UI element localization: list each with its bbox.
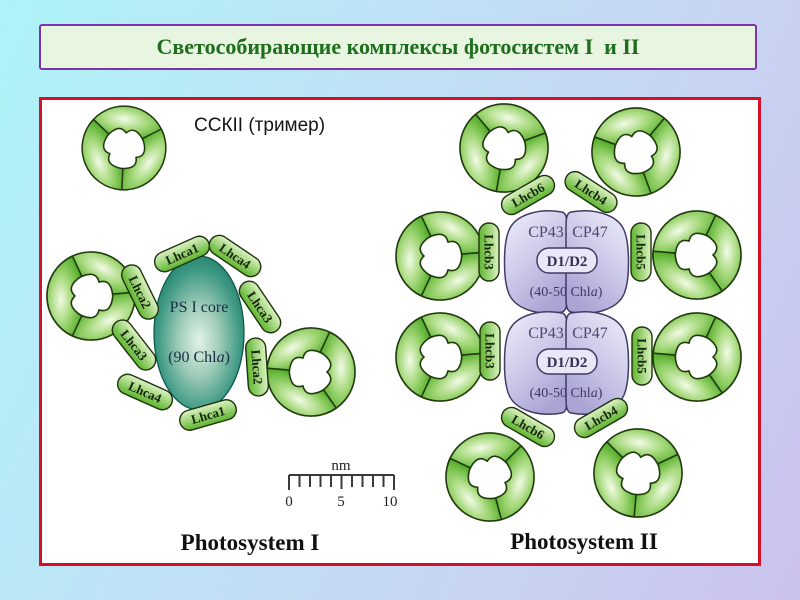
diagram-panel: ССКII (тример) Lhca1 Lhca4 Lhca3 Lhca2 <box>39 97 761 566</box>
lhcb5-capsule: Lhcb5 <box>631 326 653 386</box>
cp47-label-lower: CP47 <box>572 325 608 342</box>
scale-bar: nm 0 5 10 <box>285 458 397 510</box>
lhcb3-label: Lhcb3 <box>482 234 497 270</box>
cp47-label-upper: CP47 <box>572 224 608 241</box>
lhcb3-capsule: Lhcb3 <box>478 222 500 282</box>
slide-title: Светособирающие комплексы фотосистем I и… <box>156 34 640 59</box>
lhcb3-label: Lhcb3 <box>483 333 498 369</box>
photosystem-2-group: Lhcb6 Lhcb4 Lhcb3 Lhcb5 Lhcb3 Lhcb5 <box>361 100 752 554</box>
cp43-label-lower: CP43 <box>528 325 564 342</box>
d1d2-box-lower <box>536 348 598 375</box>
lhcb5-capsule: Lhcb5 <box>630 222 652 282</box>
psii-caption: Photosystem II <box>510 529 658 554</box>
cck-trimer-label: ССКII (тример) <box>194 115 325 136</box>
photosystem-1-group: ССКII (тример) Lhca1 Lhca4 Lhca3 Lhca2 <box>42 100 390 555</box>
scale-unit: nm <box>331 458 351 474</box>
lhc2-free-trimer <box>62 100 185 209</box>
d1d2-box-upper <box>536 247 598 274</box>
lhca2-capsule: Lhca2 <box>244 336 270 398</box>
scale-0: 0 <box>285 494 293 510</box>
lhcb5-label: Lhcb5 <box>635 338 650 374</box>
lhca1-capsule: Lhca1 <box>176 396 240 434</box>
psi-caption: Photosystem I <box>181 530 320 555</box>
lhca3-capsule: Lhca3 <box>107 315 161 375</box>
lhca2-label: Lhca2 <box>248 349 265 385</box>
scale-5: 5 <box>337 494 345 510</box>
lhcb5-label: Lhcb5 <box>634 234 649 270</box>
photosystems-diagram: ССКII (тример) Lhca1 Lhca4 Lhca3 Lhca2 <box>42 100 752 555</box>
psii-chl-upper: (40-50 Chla) <box>530 285 603 300</box>
lhcb3-capsule: Lhcb3 <box>479 321 501 381</box>
psii-chl-lower: (40-50 Chla) <box>530 386 603 401</box>
psi-core-chl: (90 Chla) <box>168 349 230 366</box>
d1d2-label-lower: D1/D2 <box>547 355 588 371</box>
title-box: Светособирающие комплексы фотосистем I и… <box>39 24 757 70</box>
cp43-label-upper: CP43 <box>528 224 564 241</box>
psi-core <box>153 255 245 411</box>
psii-trimer-bottom-right <box>571 420 703 539</box>
scale-10: 10 <box>383 494 398 510</box>
scale-ruler <box>288 474 395 490</box>
d1d2-label-upper: D1/D2 <box>547 254 588 270</box>
psi-core-name: PS I core <box>170 299 229 316</box>
